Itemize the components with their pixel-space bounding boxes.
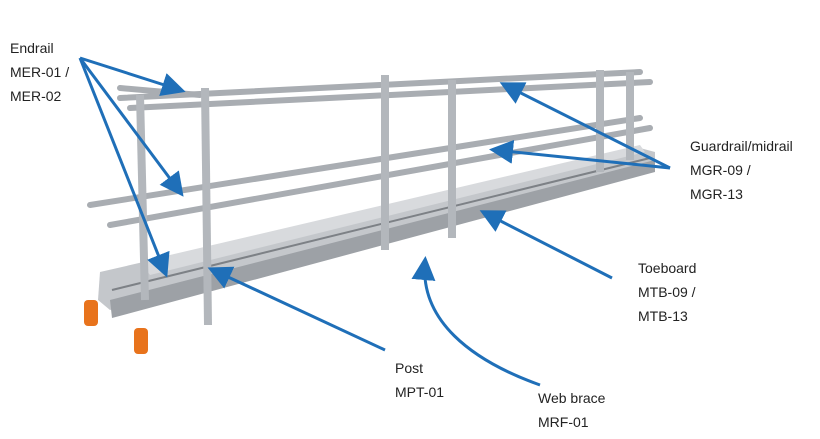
label-endrail: Endrail MER-01 / MER-02 xyxy=(10,36,69,108)
end-cap xyxy=(134,328,148,354)
guardrail-name: Guardrail/midrail xyxy=(690,138,793,154)
arrow-webbrace xyxy=(411,256,541,387)
arrow-guardrail xyxy=(499,82,671,170)
guardrail-codes2: MGR-13 xyxy=(690,186,743,202)
endrail-codes2: MER-02 xyxy=(10,88,62,104)
toeboard-codes: MTB-09 / xyxy=(638,284,696,300)
callout-arrows xyxy=(78,56,671,387)
endrail-name: Endrail xyxy=(10,40,54,56)
guardrail-codes: MGR-09 / xyxy=(690,162,751,178)
end-cap xyxy=(84,300,98,326)
toeboard-codes2: MTB-13 xyxy=(638,308,688,324)
arrow-endrail-base xyxy=(78,57,170,278)
arrow-post xyxy=(207,266,386,352)
label-toeboard: Toeboard MTB-09 / MTB-13 xyxy=(638,256,696,328)
post-name: Post xyxy=(395,360,424,376)
arrow-midrail xyxy=(489,139,671,170)
arrow-toeboard xyxy=(479,210,613,280)
platform xyxy=(98,145,655,318)
label-guardrail: Guardrail/midrail MGR-09 / MGR-13 xyxy=(690,134,793,206)
webbrace-codes: MRF-01 xyxy=(538,414,589,430)
post-codes: MPT-01 xyxy=(395,384,445,400)
rails xyxy=(87,69,653,228)
label-webbrace: Web brace MRF-01 xyxy=(538,386,605,434)
toeboard-name: Toeboard xyxy=(638,260,697,276)
endrail-codes: MER-01 / xyxy=(10,64,70,80)
arrow-endrail-top xyxy=(79,56,186,96)
label-post: Post MPT-01 xyxy=(395,356,444,404)
arrow-endrail-mid xyxy=(78,57,184,197)
posts xyxy=(136,70,634,326)
webbrace-name: Web brace xyxy=(538,390,606,406)
